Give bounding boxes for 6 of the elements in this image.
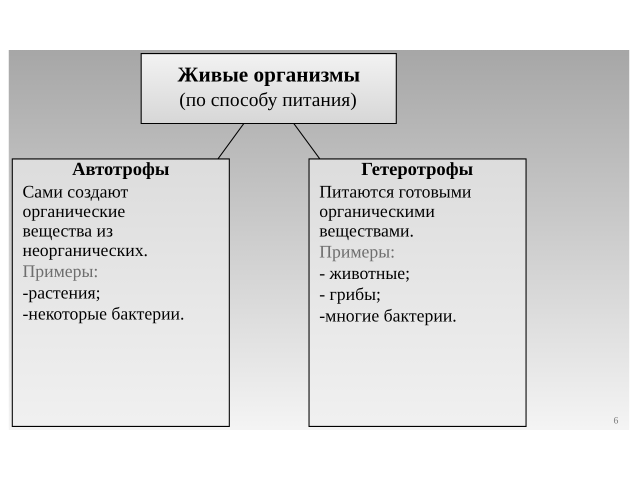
label: 6 (614, 415, 618, 426)
connector (293, 122, 320, 159)
node-box: Живые организмы (по способу питания) (140, 52, 397, 124)
connector (218, 122, 244, 159)
node-box: Гетеротрофы Питаются готовыми органическими веществами. Примеры: - животные; - грибы; -многие бактерии. (308, 158, 527, 426)
node-box: Автотрофы Сами создают органические вещества из неорганических. Примеры: -растения; -некоторые бактерии. (12, 158, 230, 426)
